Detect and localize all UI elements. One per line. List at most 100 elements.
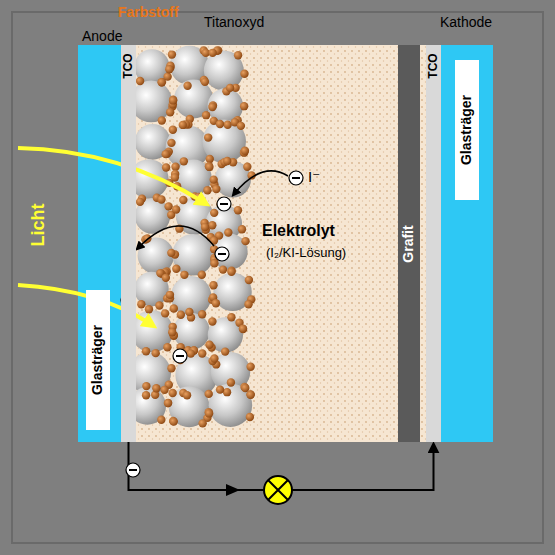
dye-molecule [210, 354, 218, 362]
dye-molecule [142, 391, 150, 399]
dye-molecule [224, 228, 232, 236]
electron-minus [129, 469, 137, 471]
dye-label: Farbstoff [118, 4, 179, 20]
electron-symbol [173, 349, 187, 363]
glass-right [441, 45, 493, 442]
electron-path [138, 226, 214, 248]
dye-molecule [142, 347, 150, 355]
dye-molecule [201, 223, 209, 231]
electrolyte-label: Elektrolyt [262, 222, 335, 240]
dye-molecule [237, 122, 245, 130]
titania-sphere [209, 383, 253, 427]
titania-sphere [169, 386, 210, 427]
electron-circle [217, 197, 231, 211]
dye-molecule [177, 311, 185, 319]
dye-molecule [244, 300, 252, 308]
dye-molecule [203, 186, 211, 194]
dye-molecule [179, 121, 187, 129]
dye-molecule [239, 325, 247, 333]
electron-minus [292, 177, 300, 179]
dye-molecule [205, 390, 213, 398]
dye-molecule [157, 416, 165, 424]
dye-molecule [161, 309, 169, 317]
dye-molecule [234, 51, 242, 59]
glass-left [78, 45, 122, 442]
titania-particles [128, 46, 255, 428]
dye-molecule [168, 389, 176, 397]
current-arrow [226, 484, 240, 496]
layer-label: TCO [122, 53, 135, 78]
dye-molecule [162, 163, 170, 171]
electron-symbol [215, 247, 229, 261]
electron-minus [218, 253, 226, 255]
electron-symbol [126, 463, 140, 477]
dye-molecule [227, 313, 235, 321]
dye-molecule [160, 386, 168, 394]
electron-path [234, 171, 288, 194]
dye-molecule [183, 82, 191, 90]
dye-molecule [204, 133, 212, 141]
dye-molecule [246, 413, 254, 421]
dye-molecule [167, 139, 175, 147]
dye-molecule [212, 185, 220, 193]
dye-molecule [208, 317, 216, 325]
dye-molecule [216, 120, 224, 128]
electron-minus [220, 203, 228, 205]
dye-molecule [198, 419, 206, 427]
dye-molecule [163, 343, 171, 351]
dye-molecule [164, 399, 172, 407]
glass-label-box: Glasträger [86, 290, 110, 430]
dye-molecule [172, 205, 180, 213]
dye-molecule [205, 409, 213, 417]
dye-molecule [202, 111, 210, 119]
dye-molecule [167, 249, 175, 257]
layer-label: TCO [427, 53, 440, 78]
dye-molecule [210, 259, 218, 267]
dye-molecule [245, 276, 253, 284]
dye-molecule [216, 385, 224, 393]
glass-label-box: Glasträger [455, 60, 479, 200]
dye-molecule [165, 65, 173, 73]
dye-molecule [221, 347, 229, 355]
housing-edge [12, 12, 543, 543]
dye-molecule [172, 265, 180, 273]
dye-molecule [157, 195, 165, 203]
electron-circle [289, 171, 303, 185]
dye-molecule [170, 417, 178, 425]
dye-molecule [239, 325, 247, 333]
dye-molecule [187, 349, 195, 357]
electron-minus [176, 355, 184, 357]
light-arrow [18, 148, 205, 203]
dye-molecule [246, 363, 254, 371]
dye-molecule [208, 103, 216, 111]
layer-label: Grafit [401, 225, 416, 262]
titania-sphere [211, 352, 251, 392]
titania-sphere [208, 317, 243, 352]
dye-molecule [185, 308, 193, 316]
titania-sphere [135, 124, 171, 160]
dye-molecule [208, 49, 216, 57]
dye-molecule [246, 391, 254, 399]
dye-molecule [166, 108, 174, 116]
dye-molecule [241, 237, 249, 245]
dye-molecule [145, 305, 153, 313]
dye-molecule [136, 77, 144, 85]
dye-molecule [168, 328, 176, 336]
dye-molecule [205, 341, 213, 349]
dye-molecule [240, 102, 248, 110]
layer-label: Glasträger [90, 325, 105, 395]
dye-molecule [205, 162, 213, 170]
electrolyte-formula: (I₂/KI-Lösung) [266, 246, 346, 261]
dye-molecule [205, 163, 213, 171]
electron-symbol [289, 171, 303, 185]
dye-molecule [169, 126, 177, 134]
dye-molecule [171, 163, 179, 171]
electron-circle [173, 349, 187, 363]
dye-molecule [179, 196, 187, 204]
dye-molecule [183, 391, 191, 399]
dye-molecule [227, 378, 235, 386]
dye-molecule [234, 206, 242, 214]
dye-molecule [223, 157, 231, 165]
dye-molecule [171, 173, 179, 181]
dye-molecule [169, 417, 177, 425]
